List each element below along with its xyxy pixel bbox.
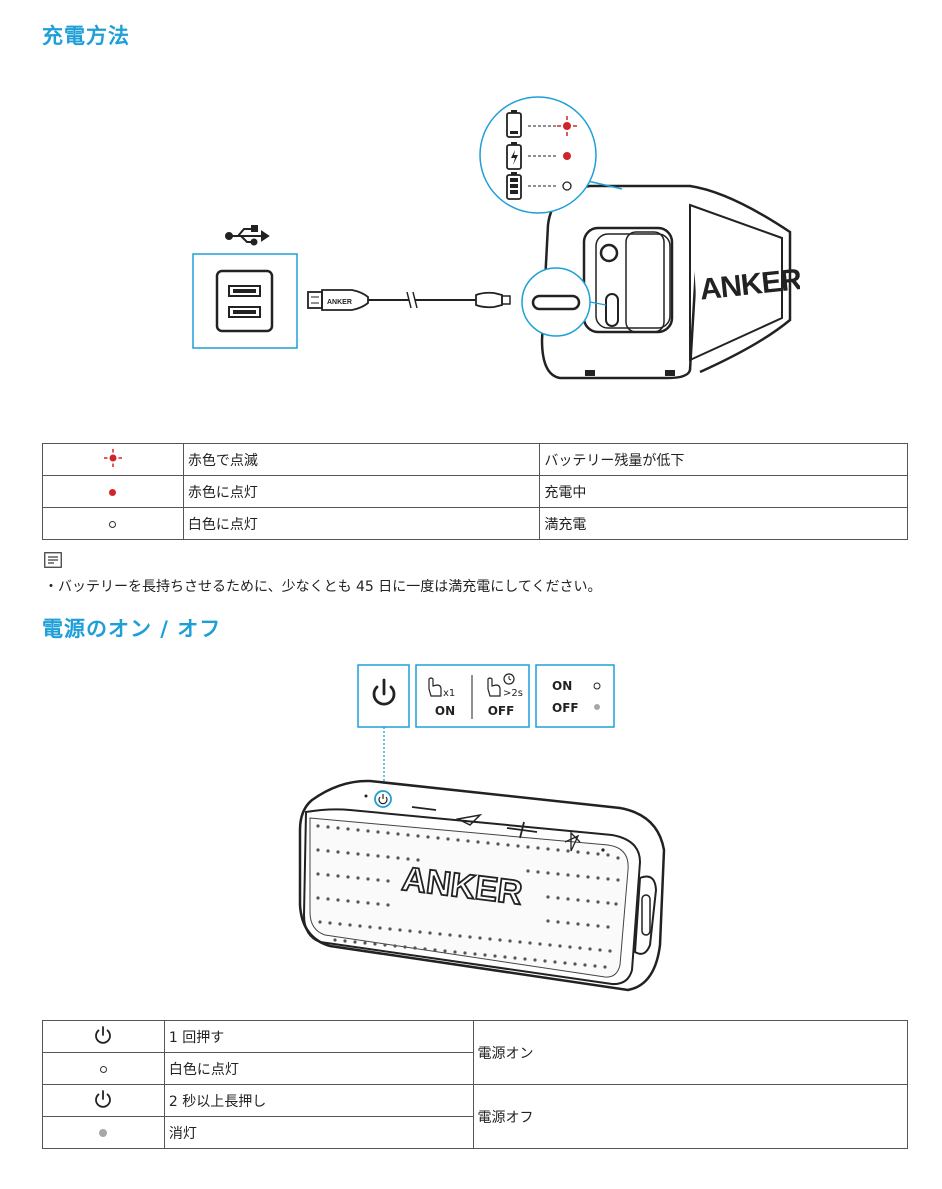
usb-cable: ANKER	[307, 289, 511, 311]
charging-note: ・バッテリーを長持ちさせるために、少なくとも 45 日に一度は満充電にしてくださ…	[44, 579, 602, 595]
charging-illustration: ANKER ANKER	[192, 96, 800, 380]
led-meaning: 満充電	[539, 507, 908, 540]
white-dot-icon	[99, 1065, 107, 1073]
led-state: 赤色で点滅	[182, 443, 541, 476]
red-blink-icon	[103, 448, 122, 467]
table-row: 白色に点灯	[42, 1052, 908, 1085]
power-table: 1 回押す 電源オン 白色に点灯 2 秒以上長押し 電源オフ 消灯	[42, 1020, 909, 1149]
led-legend: ON OFF	[535, 664, 615, 728]
table-row: 消灯	[42, 1116, 908, 1149]
led-meaning: バッテリー残量が低下	[539, 443, 908, 476]
table-row: 白色に点灯 満充電	[42, 507, 908, 540]
svg-text:x1: x1	[443, 688, 455, 699]
press-instructions: x1 ON >2s OFF	[415, 664, 530, 728]
grey-dot-icon	[99, 1128, 108, 1137]
led-meaning: 充電中	[539, 475, 908, 508]
usb-charger	[192, 253, 298, 349]
power-icon	[95, 1089, 112, 1108]
table-row: 2 秒以上長押し 電源オフ	[42, 1084, 909, 1149]
charging-status-table: 赤色で点滅 バッテリー残量が低下 赤色に点灯 充電中 白色に点灯 満充電	[42, 443, 908, 540]
power-icon	[95, 1025, 112, 1044]
svg-text:OFF: OFF	[552, 701, 579, 715]
red-dot-icon	[109, 488, 117, 496]
led-status-bubble	[479, 96, 623, 214]
svg-text:ON: ON	[435, 704, 455, 718]
svg-text:OFF: OFF	[488, 704, 515, 718]
power-illustration: x1 ON >2s OFF ON OFF ANKER	[298, 664, 666, 992]
note-icon	[44, 552, 62, 568]
svg-text:>2s: >2s	[503, 688, 523, 699]
power-action: 消灯	[163, 1116, 474, 1149]
speaker-side-view: ANKER	[540, 184, 800, 380]
power-action: 白色に点灯	[163, 1052, 474, 1085]
usb-c-port-zoom	[521, 267, 607, 337]
power-action: 2 秒以上長押し	[163, 1084, 474, 1117]
table-row: 赤色で点滅 バッテリー残量が低下	[42, 443, 908, 476]
usb-icon	[225, 225, 270, 246]
power-action: 1 回押す	[163, 1020, 474, 1053]
power-heading: 電源のオン / オフ	[42, 617, 222, 641]
charging-heading: 充電方法	[42, 24, 130, 48]
power-button-callout	[357, 664, 410, 793]
led-state: 赤色に点灯	[182, 475, 541, 508]
power-result: 電源オフ	[472, 1084, 909, 1149]
white-dot-icon	[109, 520, 117, 528]
table-row: 赤色に点灯 充電中	[42, 475, 908, 508]
svg-text:ON: ON	[552, 679, 572, 693]
svg-text:ANKER: ANKER	[327, 299, 352, 306]
power-result: 電源オン	[472, 1020, 909, 1085]
speaker-front-view: ANKER	[298, 779, 666, 992]
led-state: 白色に点灯	[182, 507, 541, 540]
table-row: 1 回押す 電源オン	[42, 1020, 909, 1085]
